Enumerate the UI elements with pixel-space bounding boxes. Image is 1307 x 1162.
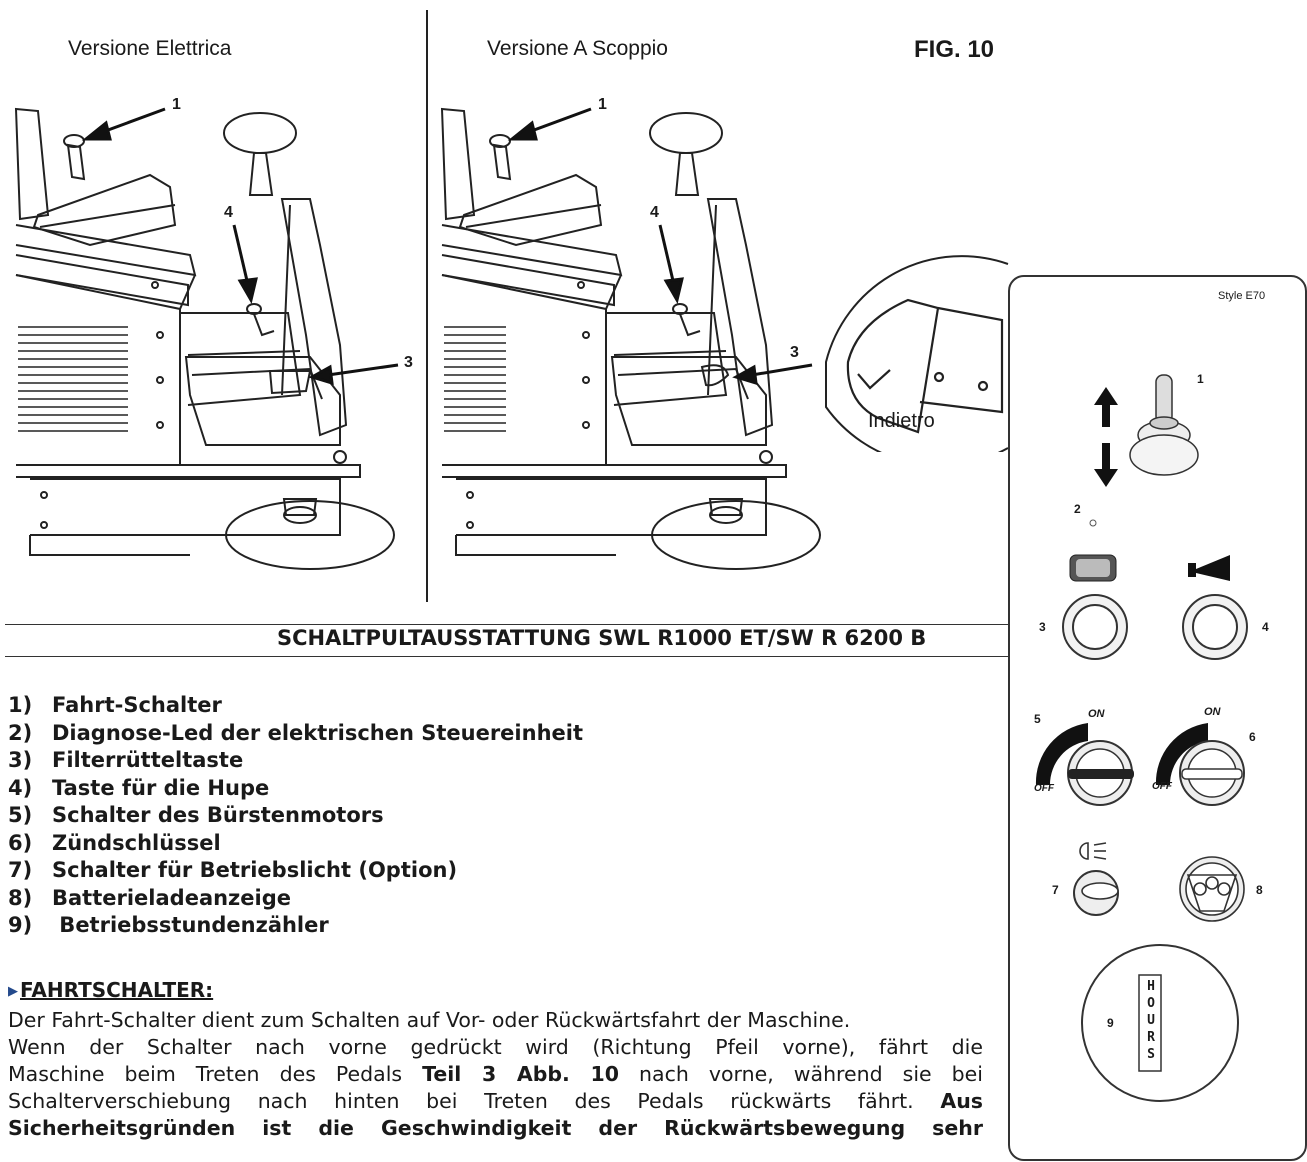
subsection-title: ▶FAHRTSCHALTER:	[8, 978, 214, 1002]
list-item: 4)Taste für die Hupe	[8, 775, 270, 800]
panel-num-4: 4	[1262, 620, 1269, 634]
callout-left-1: 1	[172, 96, 181, 113]
callout-right-3: 3	[790, 344, 799, 361]
list-item: 5)Schalter des Bürstenmotors	[8, 803, 384, 827]
caption-combustion-version: Versione A Scoppio	[487, 37, 668, 60]
figure-divider	[426, 10, 428, 602]
panel-num-3: 3	[1039, 620, 1046, 634]
list-item: 9) Betriebsstundenzähler	[8, 913, 329, 937]
panel-controls-drawing	[1035, 374, 1248, 1102]
list-item: 6)Zündschlüssel	[8, 830, 221, 855]
callout-right-1: 1	[598, 96, 607, 113]
figure-label: FIG. 10	[914, 36, 995, 63]
panel-num-6: 6	[1249, 730, 1256, 744]
work-light-icon	[1079, 842, 1107, 860]
list-item: 3)Filterrütteltaste	[8, 748, 244, 772]
panel-num-8: 8	[1256, 883, 1263, 897]
section-rule-top	[5, 624, 1008, 625]
joystick-icon	[1129, 374, 1199, 476]
panel-num-1: 1	[1197, 372, 1204, 386]
list-item: 7)Schalter für Betriebslicht (Option)	[8, 858, 458, 882]
key-switch-icon	[1035, 723, 1245, 806]
list-item: 8)Batterieladeanzeige	[8, 885, 291, 910]
callout-right-4: 4	[650, 204, 659, 221]
subsection-paragraph: Der Fahrt-Schalter dient zum Schalten au…	[8, 1008, 983, 1140]
panel-num-9: 9	[1107, 1016, 1114, 1030]
panel-num-2: 2	[1074, 502, 1081, 516]
zoom-label-indietro: Indietro	[868, 410, 935, 432]
controls-list: 1)Fahrt-Schalter 2)Diagnose-Led der elek…	[8, 692, 583, 940]
key-on-label: ON	[1088, 708, 1105, 720]
list-item: 1)Fahrt-Schalter	[8, 693, 222, 717]
double-arrow-icon	[1094, 387, 1118, 487]
section-title: SCHALTPULTAUSSTATTUNG SWL R1000 ET/SW R …	[277, 626, 927, 650]
led-icon	[1089, 519, 1097, 527]
hours-counter-letters: H O U R S	[1147, 979, 1155, 1062]
key-on-label-2: ON	[1204, 706, 1221, 718]
key-off-label-2: OFF	[1152, 781, 1172, 792]
bullet-triangle-icon: ▶	[8, 984, 18, 999]
panel-num-5: 5	[1034, 712, 1041, 726]
caption-electric-version: Versione Elettrica	[68, 37, 232, 60]
battery-gauge-icon	[1179, 856, 1245, 922]
panel-style-label: Style E70	[1218, 290, 1266, 302]
section-rule-bottom	[5, 656, 1008, 657]
list-item: 2)Diagnose-Led der elektrischen Steuerei…	[8, 720, 583, 745]
panel-num-7: 7	[1052, 883, 1059, 897]
pedal-zoom-detail	[825, 255, 1009, 452]
machine-drawing-electric	[14, 107, 399, 570]
callout-left-4: 4	[224, 204, 233, 221]
callout-left-3: 3	[404, 354, 413, 371]
horn-icon	[1188, 555, 1230, 581]
machine-drawing-combustion	[440, 107, 821, 570]
brush-shaker-icon	[1069, 554, 1117, 582]
key-off-label: OFF	[1034, 783, 1054, 794]
